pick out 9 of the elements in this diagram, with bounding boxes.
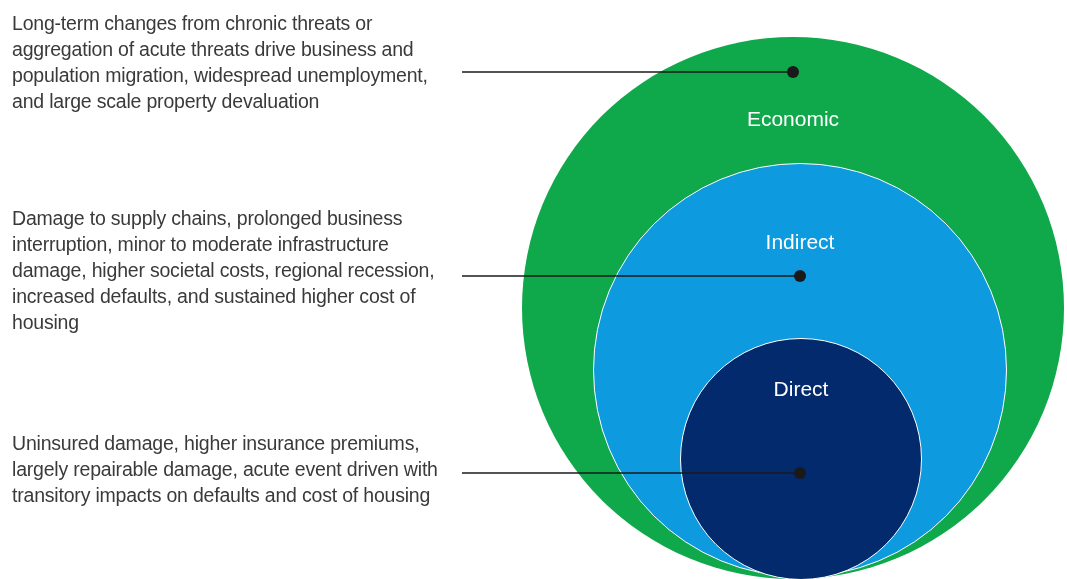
circle-label: Indirect [765,229,835,255]
circle-label: Economic [746,106,840,132]
leader-line [461,270,806,282]
leader-line [461,66,799,78]
circle-label: Direct [773,376,829,402]
leader-line [461,467,806,479]
description-text: Long-term changes from chronic threats or aggregation of acute threats drive business and population migration, widespread unemployment, and large scale property devaluation [12,10,462,160]
description-text: Uninsured damage, higher insurance premiums, largely repairable damage, acute event driven with transitory impacts on defaults and cost of housing [12,430,462,579]
description-text: Damage to supply chains, prolonged business interruption, minor to moderate infrastructure damage, higher societal costs, regional recession, increased defaults, and sustained higher cost of housing [12,205,462,385]
